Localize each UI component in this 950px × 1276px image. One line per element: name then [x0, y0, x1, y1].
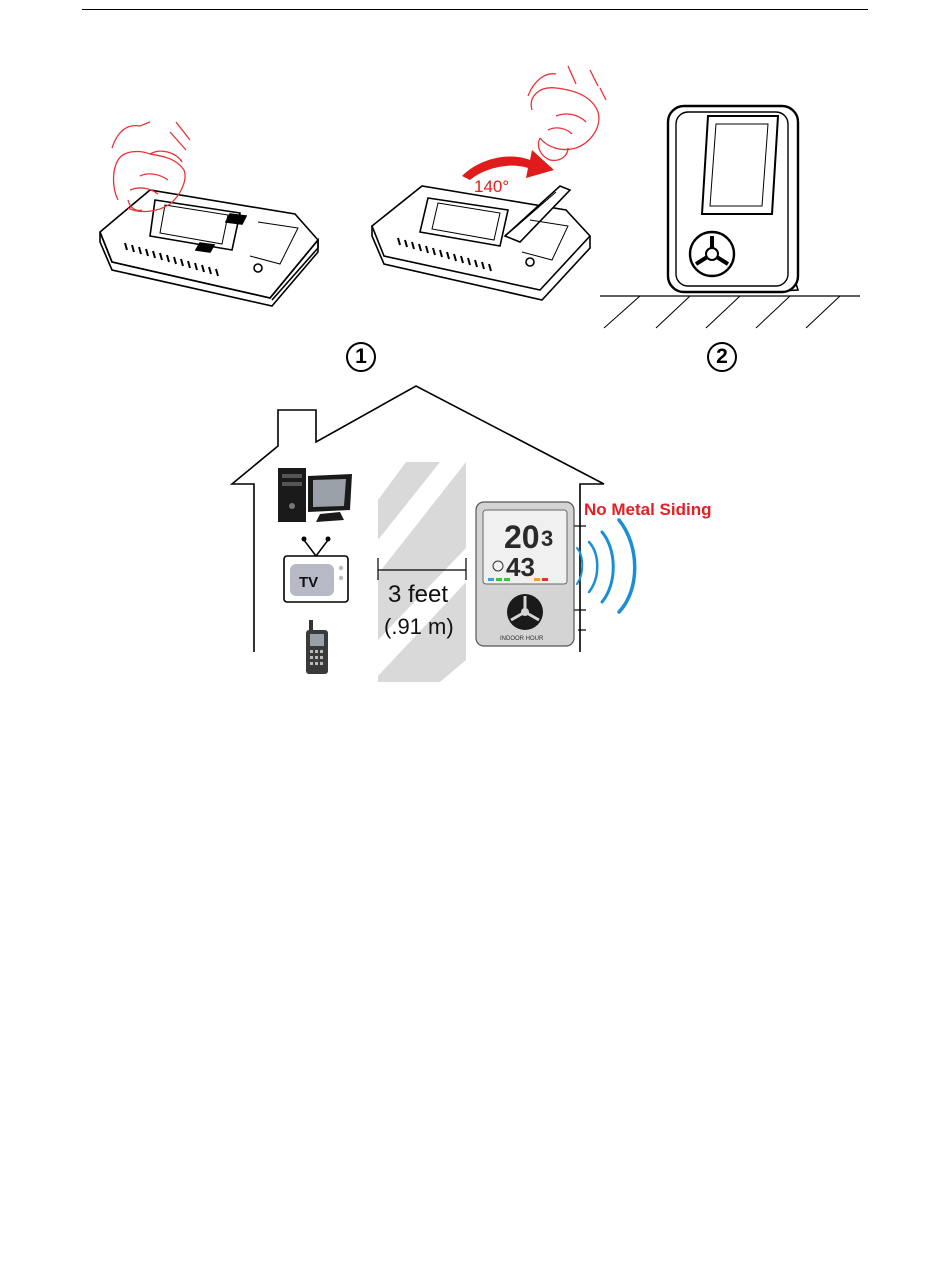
no-metal-siding-warning: No Metal Siding — [584, 500, 712, 519]
device-lying-2 — [372, 186, 590, 300]
house-outline — [232, 386, 604, 652]
device-standing — [600, 106, 860, 328]
step-number-1: 1 — [346, 342, 376, 372]
step-number-2: 2 — [707, 342, 737, 372]
display-brand: INDOOR HOUR — [500, 636, 544, 642]
tv-icon — [284, 537, 348, 603]
computer-icon — [278, 468, 352, 522]
signal-waves-icon — [577, 520, 635, 612]
display-temperature-decimal: 3 — [541, 526, 553, 551]
distance-band — [378, 462, 466, 682]
cell-phone-icon — [306, 620, 328, 674]
distance-feet-label: 3 feet — [388, 581, 448, 608]
display-humidity: 43 — [506, 552, 535, 582]
hand-2 — [528, 66, 606, 160]
distance-bracket — [378, 558, 466, 580]
rotation-arrow — [462, 150, 554, 180]
wall-marker — [572, 526, 586, 630]
distance-meters-label: (.91 m) — [384, 614, 454, 639]
display-temperature: 20 — [504, 519, 540, 555]
rotation-angle-label: 140° — [474, 177, 509, 196]
tv-label: TV — [299, 574, 318, 591]
thermometer-device — [476, 502, 574, 646]
battery-stand-illustration: 140° — [0, 0, 950, 380]
